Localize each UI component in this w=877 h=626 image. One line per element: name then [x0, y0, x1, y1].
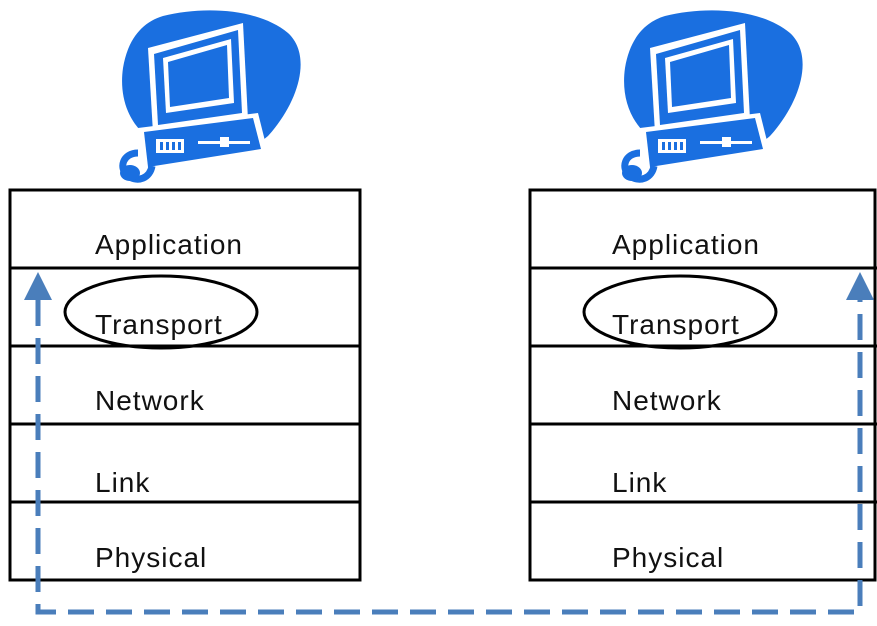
left-layer-network: Network: [95, 385, 205, 416]
right-up-arrow-icon: [846, 272, 874, 300]
right-protocol-stack: Application Transport Network Link Physi…: [528, 188, 877, 582]
left-up-arrow-icon: [24, 272, 52, 300]
left-transport-highlight-ellipse: [63, 274, 259, 350]
right-layer-transport: Transport: [612, 309, 740, 340]
left-computer-icon: [120, 10, 301, 181]
right-layer-link: Link: [612, 467, 667, 498]
right-layer-application: Application: [612, 229, 760, 260]
right-stack-frame: [528, 188, 877, 582]
left-layer-application: Application: [95, 229, 243, 260]
right-layer-physical: Physical: [612, 542, 724, 573]
right-computer-icon: [622, 10, 803, 181]
left-protocol-stack: Application Transport Network Link Physi…: [8, 188, 362, 582]
right-layer-network: Network: [612, 385, 722, 416]
dashed-flow-line: [35, 300, 863, 615]
left-layer-link: Link: [95, 467, 150, 498]
right-transport-highlight-ellipse: [582, 274, 778, 350]
data-flow-path: [24, 272, 874, 615]
right-host: Application Transport Network Link Physi…: [528, 10, 877, 582]
left-layer-physical: Physical: [95, 542, 207, 573]
left-stack-frame: [8, 188, 362, 582]
left-layer-transport: Transport: [95, 309, 223, 340]
left-host: Application Transport Network Link Physi…: [8, 10, 362, 582]
